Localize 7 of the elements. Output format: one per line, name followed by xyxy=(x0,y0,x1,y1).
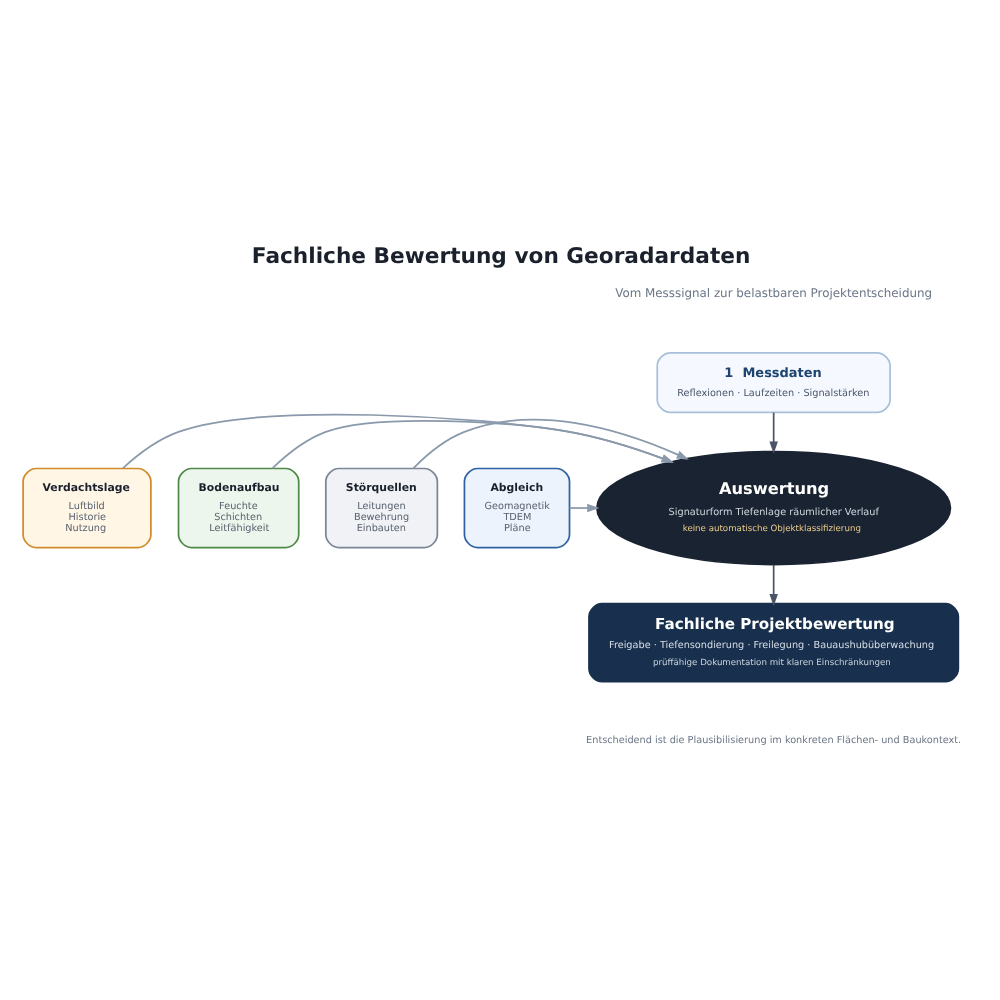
arrow xyxy=(270,419,673,469)
diagram-title: Fachliche Bewertung von Georadardaten xyxy=(250,241,750,268)
arrow xyxy=(120,412,673,469)
arrow xyxy=(768,410,777,453)
arrow xyxy=(567,502,599,512)
arrow xyxy=(768,563,777,606)
arrow xyxy=(411,417,688,469)
